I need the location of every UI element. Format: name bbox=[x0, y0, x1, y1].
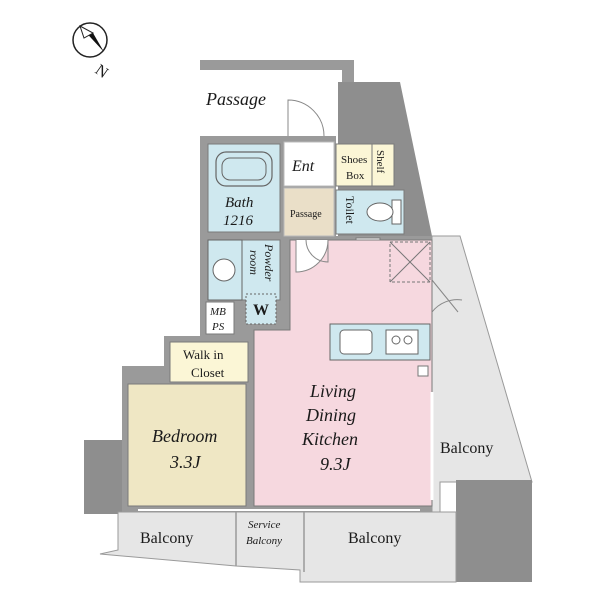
north-arrow-tail-icon bbox=[79, 24, 95, 39]
ldk-door bbox=[295, 239, 329, 273]
washer-space bbox=[245, 293, 277, 325]
bath-size: 1216 bbox=[223, 213, 254, 229]
mb-ps-label: PS bbox=[211, 321, 225, 333]
ldk-door-2 bbox=[305, 239, 329, 263]
stove-icon bbox=[385, 329, 419, 355]
ldk-label-3: Kitchen bbox=[301, 429, 358, 449]
ldk-size: 9.3J bbox=[320, 454, 352, 474]
shoes-box-label-1: Shoes bbox=[341, 154, 367, 166]
ldk-label-1: Living bbox=[309, 381, 356, 401]
balcony-bottom-area bbox=[99, 511, 457, 583]
walk-in-closet bbox=[169, 341, 249, 383]
service-balcony-label-2: Balcony bbox=[246, 535, 282, 547]
balcony-right-area bbox=[431, 235, 533, 513]
toilet-label: Toilet bbox=[343, 196, 357, 224]
compass-label: N bbox=[92, 61, 112, 82]
bedroom bbox=[127, 383, 247, 507]
exterior-wall-corner bbox=[456, 480, 532, 582]
bathtub-inner-icon bbox=[221, 157, 267, 181]
pillar-small bbox=[417, 365, 429, 377]
entrance-door bbox=[287, 99, 325, 137]
toilet-bowl-icon bbox=[366, 202, 394, 222]
burner-icon-1 bbox=[391, 335, 401, 345]
bathtub-icon bbox=[215, 151, 273, 187]
powder-room-label-2: room bbox=[247, 250, 261, 275]
passage-inner-label: Passage bbox=[290, 209, 322, 220]
balcony-right-label: Balcony bbox=[440, 440, 493, 457]
shoes-box bbox=[335, 143, 373, 187]
balcony-left-label: Balcony bbox=[140, 530, 193, 547]
ldk-label-2: Dining bbox=[305, 405, 356, 425]
refrigerator-x2 bbox=[389, 241, 431, 283]
bath-label: Bath bbox=[225, 195, 253, 211]
passage-outer-label: Passage bbox=[205, 89, 266, 109]
entrance-label: Ent bbox=[291, 158, 315, 175]
shelf-label: Shelf bbox=[374, 150, 386, 174]
powder-room-label-1: Powder bbox=[262, 243, 276, 282]
corridor-wall bbox=[200, 60, 352, 70]
closet-label-2: Closet bbox=[191, 365, 225, 380]
shelf bbox=[371, 143, 395, 187]
compass-circle bbox=[72, 22, 108, 58]
ldk-room bbox=[253, 239, 433, 507]
kitchen-sink-icon bbox=[339, 329, 373, 355]
passage-inner bbox=[283, 187, 335, 237]
balcony-door bbox=[431, 279, 463, 313]
balcony-bottom-label: Balcony bbox=[348, 530, 401, 547]
bedroom-label: Bedroom bbox=[152, 426, 217, 446]
bedroom-size: 3.3J bbox=[169, 452, 202, 472]
washer-label: W bbox=[253, 302, 269, 319]
washbasin-icon bbox=[212, 258, 236, 282]
mb-ps-shaft bbox=[205, 301, 235, 335]
entrance-floor bbox=[283, 141, 335, 187]
burner-icon-2 bbox=[403, 335, 413, 345]
exterior-wall-left bbox=[84, 440, 128, 514]
corridor-wall-stub bbox=[342, 60, 354, 86]
shoes-box-label-2: Box bbox=[346, 170, 365, 182]
service-balcony-label-1: Service bbox=[248, 519, 280, 531]
compass: N bbox=[72, 22, 112, 82]
mb-label: MB bbox=[209, 306, 226, 318]
closet-label-1: Walk in bbox=[183, 347, 224, 362]
